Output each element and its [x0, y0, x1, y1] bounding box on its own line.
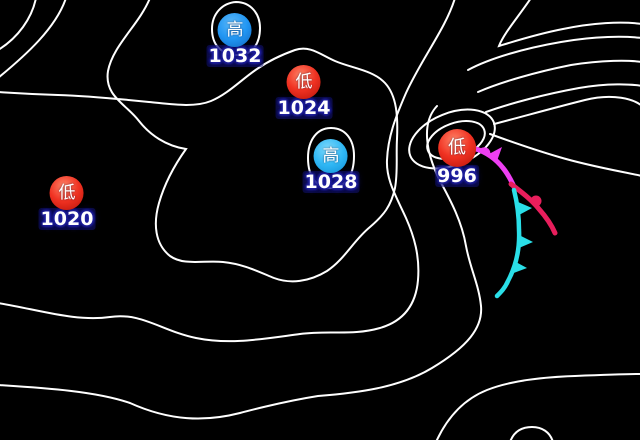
- pressure-value: 1028: [302, 171, 360, 193]
- isobar: [467, 35, 640, 71]
- warm-front: [508, 181, 558, 236]
- cold-front-triangle: [518, 202, 532, 215]
- occluded-front-triangle: [489, 147, 502, 161]
- pressure-glyph: 低: [58, 182, 76, 203]
- high-pressure-icon: 高: [217, 13, 252, 47]
- cold-front-line: [494, 187, 522, 299]
- pressure-glyph: 高: [226, 19, 244, 40]
- isobar: [0, 0, 399, 283]
- cold-front-triangle: [519, 235, 533, 248]
- isobar: [509, 425, 554, 440]
- pressure-value: 1032: [206, 45, 264, 67]
- pressure-value: 1020: [38, 208, 96, 230]
- warm-front-line: [508, 181, 558, 236]
- low-pressure-icon: 低: [49, 176, 84, 210]
- cold-front-triangle: [511, 261, 527, 274]
- high-pressure-icon: 高: [313, 139, 348, 173]
- warm-front-dot: [530, 195, 542, 207]
- occluded-front-semicircle: [479, 147, 491, 156]
- pressure-value: 1024: [275, 97, 333, 119]
- isobar: [0, 0, 37, 50]
- pressure-center-low-1020: 低 1020: [38, 176, 96, 230]
- pressure-glyph: 低: [447, 137, 466, 158]
- isobar: [493, 95, 640, 125]
- pressure-center-high-1028: 高 1028: [302, 139, 360, 193]
- low-pressure-icon: 低: [286, 65, 321, 99]
- cold-front: [494, 187, 533, 299]
- pressure-glyph: 低: [295, 71, 313, 92]
- isobar: [497, 0, 640, 48]
- pressure-value: 996: [435, 165, 479, 187]
- isobar: [0, 0, 456, 343]
- isobar: [477, 59, 640, 93]
- pressure-center-low-996: 低 996: [435, 129, 479, 187]
- isobar: [435, 373, 640, 440]
- isobar: [485, 83, 640, 113]
- isobar: [489, 133, 640, 177]
- pressure-center-low-1024: 低 1024: [275, 65, 333, 119]
- pressure-glyph: 高: [322, 145, 340, 166]
- low-pressure-icon: 低: [437, 129, 476, 167]
- isobar: [0, 105, 483, 420]
- pressure-center-high-1032: 高 1032: [206, 13, 264, 67]
- isobar: [0, 0, 67, 78]
